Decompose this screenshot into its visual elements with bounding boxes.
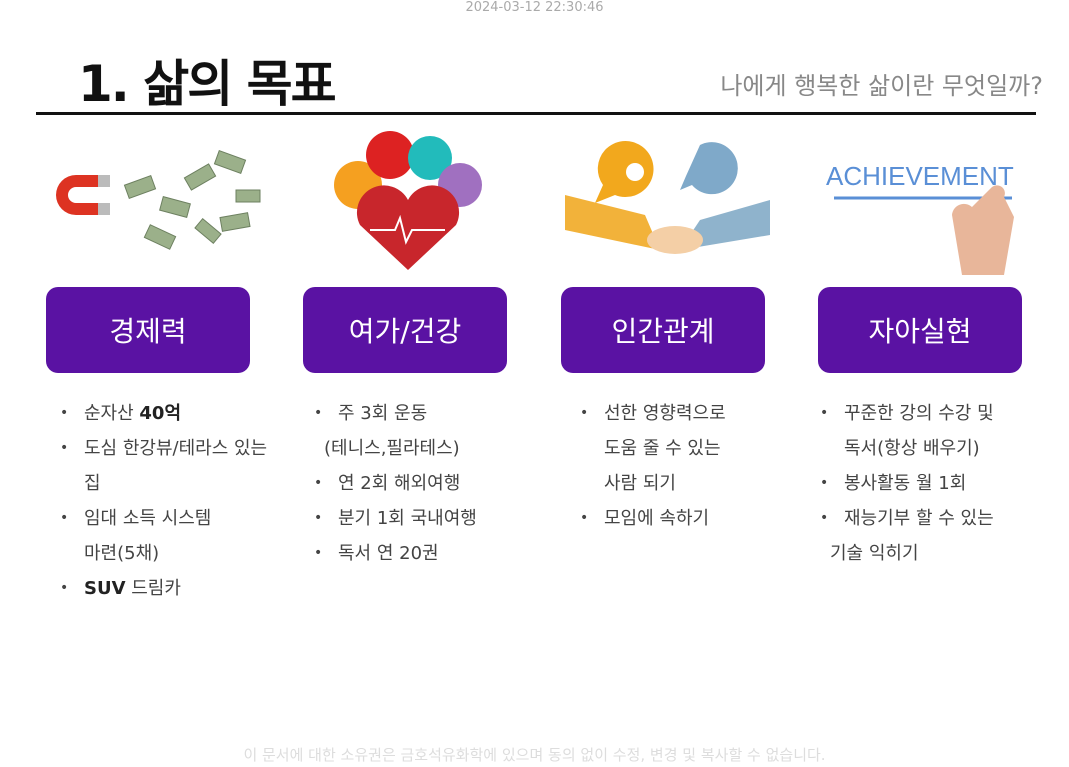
- goal-item: 마련(5채): [84, 543, 160, 564]
- goal-item: 독서(항상 배우기): [844, 438, 980, 459]
- achievement-image: ACHIEVEMENT: [826, 161, 1014, 275]
- goal-item: 기술 익히기: [830, 543, 919, 564]
- goal-item: 연 2회 해외여행: [314, 466, 477, 501]
- goal-item: (테니스,필라테스): [324, 438, 460, 459]
- goal-item: 도움 줄 수 있는: [604, 438, 721, 459]
- goal-item: 분기 1회 국내여행: [314, 501, 477, 536]
- handshake-image: [565, 141, 770, 254]
- goal-item: 모임에 속하기: [580, 501, 726, 536]
- magnet-money-image: [56, 149, 261, 250]
- goal-item: 꾸준한 강의 수강 및: [820, 396, 994, 431]
- page-subtitle: 나에게 행복한 삶이란 무엇일까?: [720, 72, 1043, 100]
- category-4: 자아실현: [818, 287, 1022, 373]
- timestamp: 2024-03-12 22:30:46: [465, 0, 604, 15]
- copyright-footer: 이 문서에 대한 소유권은 금호석유화학에 있으며 동의 없이 수정, 변경 및…: [243, 746, 826, 764]
- goal-item: SUV 드림카: [60, 571, 267, 606]
- achievement-text: ACHIEVEMENT: [826, 161, 1014, 191]
- goal-item: 주 3회 운동: [314, 396, 477, 431]
- goal-item: 사람 되기: [604, 473, 676, 494]
- page-title: 1. 삶의 목표: [78, 55, 337, 113]
- goal-item: 집: [84, 473, 101, 494]
- category-1: 경제력: [46, 287, 250, 373]
- category-3: 인간관계: [561, 287, 765, 373]
- goal-item: 재능기부 할 수 있는: [820, 501, 994, 536]
- goal-item: 순자산 40억: [60, 396, 267, 431]
- category-2: 여가/건강: [303, 287, 507, 373]
- goal-list: 주 3회 운동 (테니스,필라테스) 연 2회 해외여행분기 1회 국내여행독서 연…: [314, 396, 477, 571]
- goal-item: 도심 한강뷰/테라스 있는: [60, 431, 267, 466]
- goal-list: 꾸준한 강의 수강 및독서(항상 배우기) 봉사활동 월 1회재능기부 할 수 있…: [820, 396, 994, 571]
- goal-item: 독서 연 20권: [314, 536, 477, 571]
- goal-item: 봉사활동 월 1회: [820, 466, 994, 501]
- title-divider: [36, 112, 1036, 115]
- health-leisure-image: [334, 131, 482, 270]
- goal-item: 임대 소득 시스템: [60, 501, 267, 536]
- goal-item: 선한 영향력으로: [580, 396, 726, 431]
